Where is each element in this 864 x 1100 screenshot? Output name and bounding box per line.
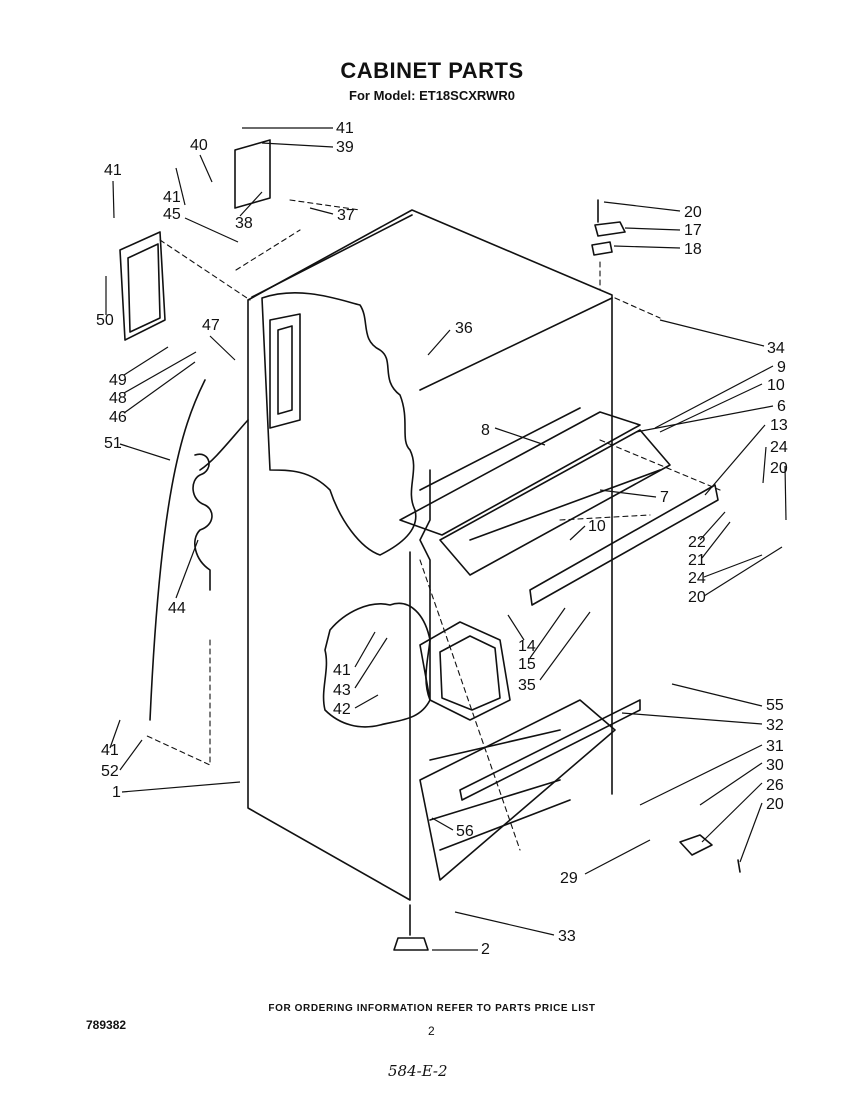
callout-c37: 41 <box>333 662 351 679</box>
cabinet-rear-top <box>419 297 613 391</box>
page-number: 2 <box>428 1024 435 1038</box>
mullion-bar-7 <box>469 469 661 541</box>
callout-c17: 48 <box>109 390 127 407</box>
bottom-rail-inner <box>429 729 571 851</box>
callout-c22: 8 <box>481 422 490 439</box>
callout-c31: 24 <box>688 570 706 587</box>
callout-c30: 21 <box>688 552 706 569</box>
dashed-leaders <box>144 199 721 851</box>
cabinet-top-edge <box>251 214 413 298</box>
callout-c45: 20 <box>766 796 784 813</box>
callout-c12: 50 <box>96 312 114 329</box>
mullion-channel-2 <box>439 429 671 576</box>
callout-c40: 55 <box>766 697 784 714</box>
callout-c47: 52 <box>101 763 119 780</box>
callout-c25: 24 <box>770 439 788 456</box>
top-hinge <box>591 199 626 256</box>
callout-c3: 40 <box>190 137 208 154</box>
callout-c13: 47 <box>202 317 220 334</box>
callout-c11: 18 <box>684 241 702 258</box>
callout-c51: 33 <box>558 928 576 945</box>
handwritten-code: 584-E-2 <box>388 1062 448 1080</box>
callout-c38: 43 <box>333 682 351 699</box>
callout-c14: 36 <box>455 320 473 337</box>
callout-c28: 10 <box>588 518 606 535</box>
callout-c1: 41 <box>336 120 354 137</box>
callout-c18: 46 <box>109 409 127 426</box>
callout-c16: 49 <box>109 372 127 389</box>
leveling-leg <box>393 904 429 951</box>
ordering-info: FOR ORDERING INFORMATION REFER TO PARTS … <box>268 1003 596 1014</box>
leader-lines <box>105 127 787 951</box>
callout-c7: 38 <box>235 215 253 232</box>
bracket-39 <box>234 139 271 209</box>
mullion-bar-8 <box>419 407 581 491</box>
callout-c48: 1 <box>112 784 121 801</box>
callout-c46: 41 <box>101 742 119 759</box>
drain-hose <box>149 379 206 721</box>
callout-c2: 39 <box>336 139 354 156</box>
callout-c23: 13 <box>770 417 788 434</box>
callout-c34: 14 <box>518 638 536 655</box>
callout-c8: 37 <box>337 207 355 224</box>
air-duct <box>269 313 301 429</box>
callout-c32: 20 <box>688 589 706 606</box>
cabinet-body <box>247 209 613 901</box>
callout-c35: 15 <box>518 656 536 673</box>
callout-c33: 44 <box>168 600 186 617</box>
diagram-title: CABINET PARTS <box>340 58 524 83</box>
callout-labels: 41 39 40 41 41 45 38 37 20 17 18 50 47 3… <box>96 120 788 958</box>
callout-c43: 30 <box>766 757 784 774</box>
power-cord <box>192 419 249 591</box>
callout-c21: 6 <box>777 398 786 415</box>
callout-c15: 34 <box>767 340 785 357</box>
callout-c4: 41 <box>104 162 122 179</box>
callout-c36: 35 <box>518 677 536 694</box>
callout-c26: 20 <box>770 460 788 477</box>
front-panel-13 <box>529 484 719 606</box>
callout-c27: 7 <box>660 489 669 506</box>
callout-c6: 45 <box>163 206 181 223</box>
callout-c24: 51 <box>104 435 122 452</box>
callout-c49: 56 <box>456 823 474 840</box>
bottom-hinge <box>679 834 741 873</box>
callout-c9: 20 <box>684 204 702 221</box>
callout-c41: 32 <box>766 717 784 734</box>
mullion-channel <box>399 411 641 536</box>
bottom-frame <box>419 699 616 881</box>
model-subtitle: For Model: ET18SCXRWR0 <box>349 88 515 103</box>
callout-c52: 2 <box>481 941 490 958</box>
bottom-rail-32 <box>459 699 641 801</box>
callout-c50: 29 <box>560 870 578 887</box>
callout-c5: 41 <box>163 189 181 206</box>
callout-c44: 26 <box>766 777 784 794</box>
document-number: 789382 <box>86 1018 127 1032</box>
evaporator-cover <box>419 621 511 721</box>
callout-c10: 17 <box>684 222 702 239</box>
cutaway-upper <box>261 292 417 556</box>
callout-c19: 9 <box>777 359 786 376</box>
control-box <box>119 231 166 341</box>
callout-c39: 42 <box>333 701 351 718</box>
callout-c42: 31 <box>766 738 784 755</box>
callout-c20: 10 <box>767 377 785 394</box>
